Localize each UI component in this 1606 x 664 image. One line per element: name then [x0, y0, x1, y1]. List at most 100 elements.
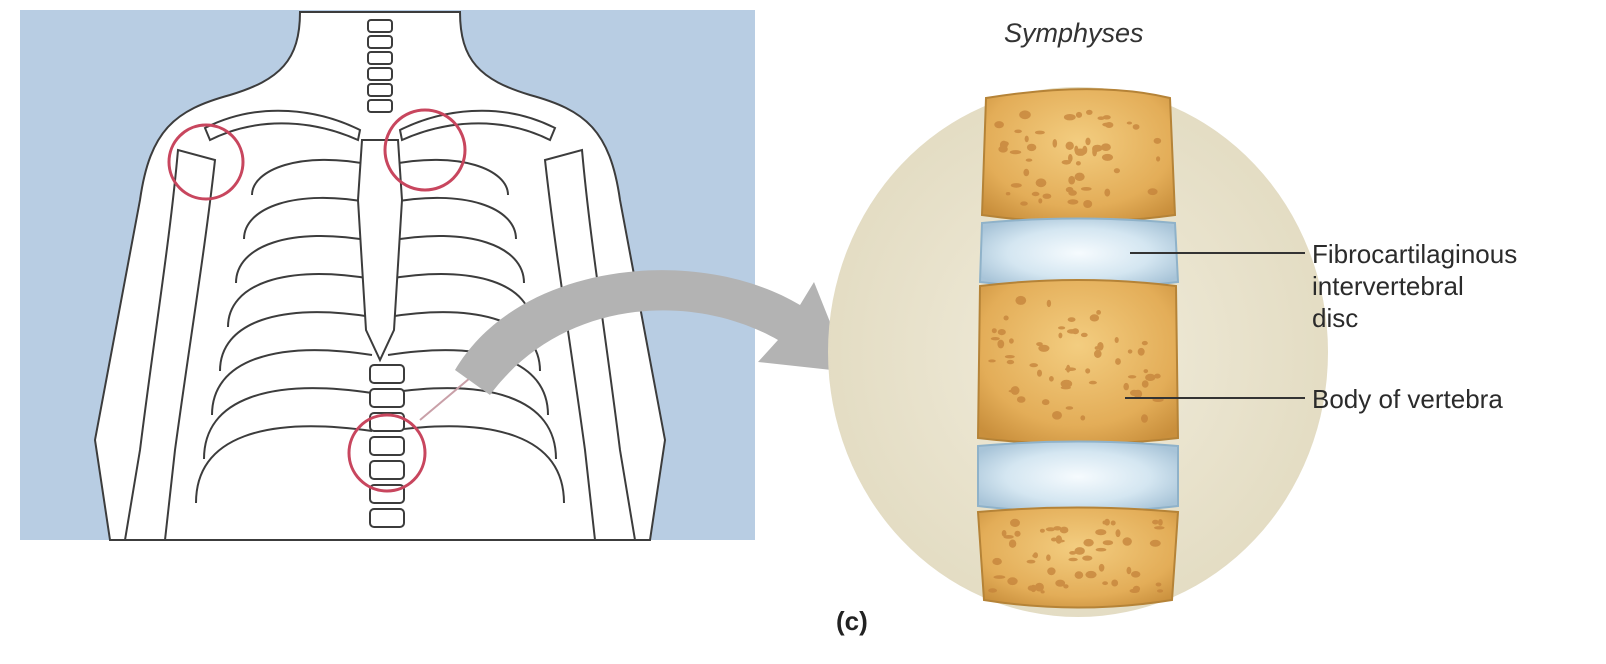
bone-pore [1062, 160, 1071, 165]
bone-pore [1158, 519, 1163, 526]
bone-pore [997, 340, 1004, 349]
bone-pore [1021, 112, 1026, 115]
bone-pore [1029, 363, 1038, 367]
bone-pore [1085, 571, 1096, 578]
bone-pore [1066, 365, 1070, 373]
bone-pore [1038, 345, 1049, 352]
vertebra-body-label-line: Body of vertebra [1312, 383, 1503, 415]
bone-pore [1037, 370, 1042, 377]
bone-pore [1090, 314, 1099, 321]
bone-pore [1080, 415, 1085, 420]
disc-label-line: disc [1312, 302, 1517, 334]
bone-pore [1027, 144, 1036, 151]
bone-pore [1128, 349, 1133, 353]
bone-pore [1099, 564, 1105, 572]
bone-pore [1085, 138, 1090, 146]
bone-pore [1067, 199, 1078, 204]
bone-pore [1123, 383, 1129, 390]
cervical-vertebra [368, 68, 392, 80]
bone-pore [1004, 316, 1009, 321]
bone-pore [1104, 519, 1110, 526]
intervertebral-disc-lower [978, 442, 1178, 513]
bone-pore [1148, 188, 1158, 195]
bone-pore [1102, 581, 1108, 585]
bone-pore [1094, 350, 1102, 358]
bone-pore [1047, 300, 1051, 307]
bone-pore [1128, 375, 1136, 378]
bone-pore [1114, 168, 1120, 173]
bone-pore [1150, 540, 1161, 547]
bone-pore [1145, 374, 1155, 381]
bone-pore [1116, 529, 1121, 537]
bone-pore [994, 121, 1004, 128]
bone-pore [1028, 585, 1035, 590]
bone-pore [1089, 381, 1097, 385]
bone-pore [1133, 586, 1140, 592]
bone-pore [1076, 112, 1082, 118]
bone-pore [991, 337, 1000, 340]
bone-pore [1075, 571, 1084, 579]
bone-pore [1032, 192, 1040, 196]
bone-pore [1068, 317, 1076, 322]
bone-pore [1115, 358, 1121, 365]
bone-pore [1043, 194, 1052, 199]
bone-pore [992, 328, 997, 333]
bone-pore [1067, 329, 1077, 334]
bone-pore [1085, 368, 1090, 373]
bone-pore [1098, 116, 1105, 120]
bone-pore [1036, 178, 1047, 187]
bone-pore [1066, 406, 1074, 410]
bone-pore [1046, 527, 1055, 531]
bone-pore [1068, 176, 1075, 185]
bone-pore [1035, 583, 1044, 592]
bone-pore [1027, 560, 1036, 564]
bone-pore [1096, 310, 1101, 315]
bone-pore [1154, 526, 1165, 529]
figure-title: Symphyses [1004, 18, 1144, 49]
bone-pore [1127, 567, 1132, 574]
lumbar-vertebra [370, 365, 404, 383]
bone-pore [1007, 360, 1014, 364]
bone-pore [1051, 538, 1057, 542]
bone-pore [1040, 529, 1045, 533]
disc-label: Fibrocartilaginous intervertebral disc [1312, 238, 1517, 334]
bone-pore [1081, 333, 1088, 337]
bone-pore [1104, 189, 1110, 197]
bone-pore [1102, 154, 1113, 161]
bone-pore [1075, 173, 1085, 181]
bone-pore [1047, 567, 1055, 575]
bone-pore [1076, 161, 1081, 165]
bone-pore [988, 588, 997, 592]
bone-pore [1134, 390, 1143, 398]
bone-pore [1010, 150, 1022, 154]
bone-pore [1111, 521, 1116, 526]
bone-pore [1133, 124, 1140, 130]
bone-pore [1081, 187, 1092, 191]
bone-pore [1154, 138, 1162, 144]
bone-pore [1142, 380, 1149, 387]
bone-pore [1003, 535, 1013, 539]
lumbar-vertebra [370, 437, 404, 455]
bone-pore [1154, 374, 1161, 379]
vertebra-body-bottom [978, 508, 1178, 608]
lumbar-vertebra [370, 461, 404, 479]
bone-pore [1144, 369, 1149, 373]
vertebral-segment [978, 89, 1178, 608]
bone-pore [1063, 584, 1068, 588]
bone-pore [1000, 141, 1008, 150]
bone-pore [1032, 554, 1037, 558]
bone-pore [992, 558, 1002, 565]
bone-pore [1101, 143, 1111, 151]
bone-pore [1064, 114, 1076, 120]
bone-pore [998, 329, 1006, 335]
vertebra-body-label: Body of vertebra [1312, 383, 1503, 415]
disc-label-line: Fibrocartilaginous [1312, 238, 1517, 270]
bone-pore [1115, 337, 1119, 343]
bone-pore [1023, 169, 1029, 176]
cervical-vertebra [368, 84, 392, 96]
bone-pore [1058, 333, 1062, 339]
bone-pore [1127, 122, 1132, 125]
bone-pore [1123, 537, 1132, 546]
bone-pore [1156, 583, 1162, 587]
